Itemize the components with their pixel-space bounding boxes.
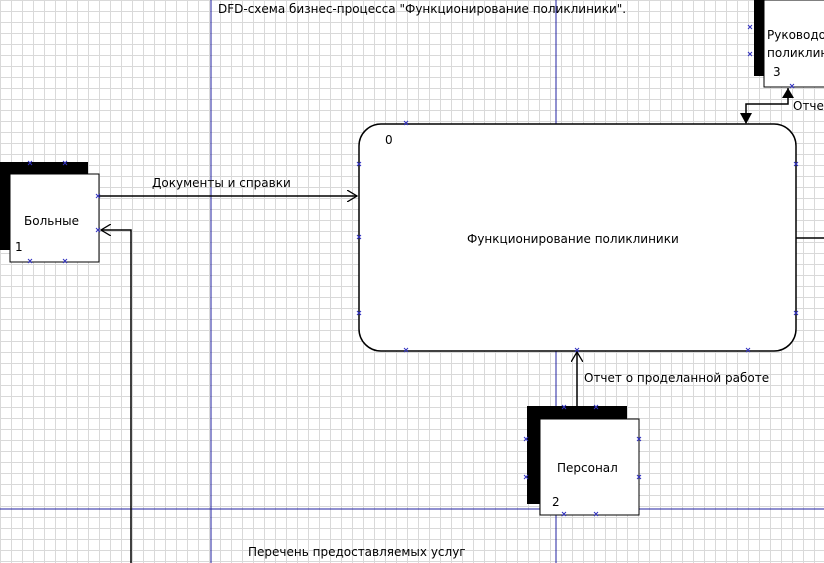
- flow-documents-label: Документы и справки: [152, 176, 291, 190]
- process-clinic-label: Функционирование поликлиники: [467, 232, 679, 246]
- connection-marks: [27, 24, 799, 517]
- flow-work-report-label: Отчет о проделанной работе: [584, 371, 769, 385]
- flow-documents[interactable]: Документы и справки: [99, 176, 357, 196]
- flow-services-list-line: [101, 230, 132, 563]
- flow-services-list[interactable]: Перечень предоставляемых услуг: [101, 230, 466, 563]
- process-clinic-number: 0: [385, 133, 393, 147]
- entity-patients-number: 1: [15, 240, 23, 254]
- process-clinic[interactable]: 0 Функционирование поликлиники: [358, 123, 797, 352]
- entity-management-box: [763, 0, 824, 88]
- entity-management-number: 3: [773, 65, 781, 79]
- entity-staff-number: 2: [552, 495, 560, 509]
- entity-management-label-line2: поликлин: [767, 46, 824, 60]
- entity-management-label-line1: Руководо: [767, 28, 824, 42]
- entity-patients[interactable]: Больные 1: [0, 162, 100, 263]
- flow-management-report[interactable]: Отче: [740, 88, 824, 124]
- flow-management-report-line: [745, 88, 794, 123]
- flow-work-report[interactable]: Отчет о проделанной работе: [577, 352, 769, 406]
- entity-patients-label: Больные: [24, 214, 79, 228]
- diagram-title: DFD-схема бизнес-процесса "Функционирова…: [218, 2, 626, 16]
- entity-staff-box: [539, 418, 640, 516]
- flow-services-list-label: Перечень предоставляемых услуг: [248, 545, 466, 559]
- entity-staff-label: Персонал: [557, 461, 618, 475]
- entity-patients-box: [9, 173, 100, 263]
- entity-staff[interactable]: Персонал 2: [527, 406, 640, 516]
- flow-management-report-label: Отче: [793, 99, 824, 113]
- flow-management-report-tail-arrow: [740, 113, 752, 124]
- entity-management[interactable]: Руководо поликлин 3: [754, 0, 824, 88]
